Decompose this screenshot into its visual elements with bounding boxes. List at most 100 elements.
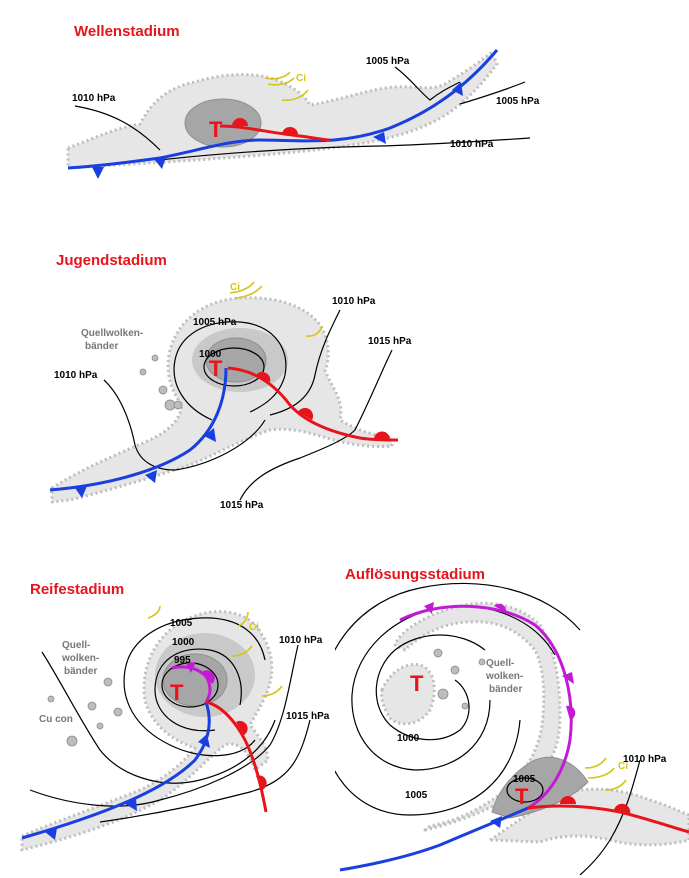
cloud-band bbox=[380, 662, 436, 726]
cirrus-hook bbox=[235, 285, 263, 299]
warm-front-semicircle bbox=[236, 720, 248, 735]
occlusion-symbol bbox=[562, 672, 574, 684]
warm-front-semicircle bbox=[256, 371, 271, 382]
isobar bbox=[159, 137, 531, 161]
isobar-label: 1015 hPa bbox=[368, 336, 412, 347]
isobar-label: 1010 hPa bbox=[450, 139, 494, 150]
isobar bbox=[99, 719, 311, 823]
isobar-label: 1000 bbox=[172, 637, 195, 648]
cold-front bbox=[339, 806, 529, 872]
cold-front bbox=[67, 49, 499, 170]
warm-front bbox=[227, 366, 399, 442]
isobar bbox=[29, 644, 299, 807]
warm-front-semicircle bbox=[256, 775, 267, 790]
isobar bbox=[41, 651, 276, 784]
isobar bbox=[239, 349, 393, 501]
cirrus-label: Ci bbox=[618, 761, 628, 772]
cirrus-hook bbox=[231, 645, 253, 657]
panel-dissolution-stage: Auflösungsstadium bbox=[335, 566, 689, 875]
isobar-label: 1005 bbox=[513, 774, 536, 785]
cirrus-hook bbox=[604, 779, 627, 791]
cirrus-hook bbox=[305, 325, 323, 337]
cold-front bbox=[21, 701, 211, 840]
isobar-label: 1005 bbox=[405, 790, 428, 801]
isobar bbox=[173, 321, 287, 421]
isobar bbox=[123, 617, 266, 757]
panel-title: Reifestadium bbox=[30, 581, 124, 598]
cold-front-triangle bbox=[204, 428, 216, 442]
cumulus-puff bbox=[450, 665, 460, 675]
low-pressure-center: T bbox=[515, 784, 529, 809]
cirrus-label: Ci bbox=[230, 282, 240, 293]
panel-title: Jugendstadium bbox=[56, 252, 167, 269]
isobar-label: 1000 bbox=[199, 349, 222, 360]
cumulus-puff bbox=[173, 400, 183, 410]
panel-title: Wellenstadium bbox=[74, 23, 180, 40]
isobar bbox=[394, 66, 461, 101]
cold-front-triangle bbox=[45, 828, 57, 840]
warm-front bbox=[219, 124, 331, 142]
occlusion-symbol bbox=[202, 670, 215, 684]
cumulus-puff bbox=[66, 735, 78, 747]
isobar-label: 1015 hPa bbox=[286, 711, 330, 722]
low-pressure-center: T bbox=[410, 671, 424, 696]
panel-wave-stage: Wellenstadium T Ci 1010 hPa 1005 hPa 100… bbox=[66, 23, 540, 179]
isobar bbox=[74, 105, 161, 151]
cold-front-triangle bbox=[198, 734, 210, 748]
isobar-label: 1010 hPa bbox=[72, 93, 116, 104]
cumulus-puff bbox=[158, 385, 168, 395]
cumulus-puff bbox=[164, 399, 176, 411]
isobar-label: 1010 hPa bbox=[332, 296, 376, 307]
cumulus-bands-label: Quell- bbox=[62, 640, 90, 651]
cirrus-label: Ci bbox=[296, 73, 306, 84]
cirrus-hook bbox=[584, 757, 607, 769]
warm-front-semicircle bbox=[298, 407, 314, 420]
cumulus-bands-label: Quell- bbox=[486, 658, 514, 669]
warm-front bbox=[527, 804, 689, 834]
cumulus-puff bbox=[478, 658, 486, 666]
warm-front-semicircle bbox=[560, 796, 576, 804]
warm-front bbox=[205, 700, 268, 813]
cloud-band bbox=[66, 50, 499, 170]
cold-front-triangle bbox=[373, 132, 386, 144]
cirrus-hook bbox=[261, 685, 283, 697]
low-pressure-center: T bbox=[209, 117, 223, 142]
cumulus-congestus-label: Cu con bbox=[39, 714, 73, 725]
isobar-label: 1005 hPa bbox=[366, 56, 410, 67]
isobar bbox=[203, 347, 265, 387]
cumulus-bands-label: wolken- bbox=[485, 671, 523, 682]
isobar bbox=[459, 81, 526, 105]
isobar-label: 1005 hPa bbox=[496, 96, 540, 107]
cold-front-triangle bbox=[452, 82, 463, 96]
warm-front-semicircle bbox=[614, 803, 631, 814]
occlusion-symbol bbox=[566, 705, 576, 720]
panel-young-stage: Jugendstadium T Ci Q bbox=[49, 252, 412, 511]
cirrus-hook bbox=[147, 605, 161, 619]
cirrus-hook bbox=[587, 767, 615, 779]
cold-front-triangle bbox=[75, 486, 87, 498]
cirrus-hook bbox=[267, 77, 295, 86]
cold-front-triangle bbox=[490, 816, 502, 828]
cirrus-label: Ci bbox=[249, 622, 259, 633]
isobar-label: 1015 hPa bbox=[220, 500, 264, 511]
cirrus-hook bbox=[264, 71, 291, 80]
cumulus-puff bbox=[103, 677, 113, 687]
dense-cloud-area bbox=[184, 98, 262, 148]
cumulus-bands-label: bänder bbox=[85, 341, 118, 352]
cold-front-triangle bbox=[125, 798, 137, 811]
isobar bbox=[506, 777, 544, 803]
cumulus-puff bbox=[87, 701, 97, 711]
cloud-band bbox=[393, 601, 562, 832]
cloud-band bbox=[488, 787, 689, 847]
panel-title: Auflösungsstadium bbox=[345, 566, 485, 583]
cumulus-puff bbox=[151, 354, 159, 362]
isobar-label: 1010 hPa bbox=[623, 754, 667, 765]
cumulus-bands-label: wolken- bbox=[61, 653, 99, 664]
cumulus-puff bbox=[139, 368, 147, 376]
isobar-label: 1010 hPa bbox=[54, 370, 98, 381]
isobar-label: 1000 bbox=[397, 733, 420, 744]
cumulus-puff bbox=[47, 695, 55, 703]
isobar bbox=[269, 309, 341, 416]
isobar bbox=[335, 582, 581, 816]
